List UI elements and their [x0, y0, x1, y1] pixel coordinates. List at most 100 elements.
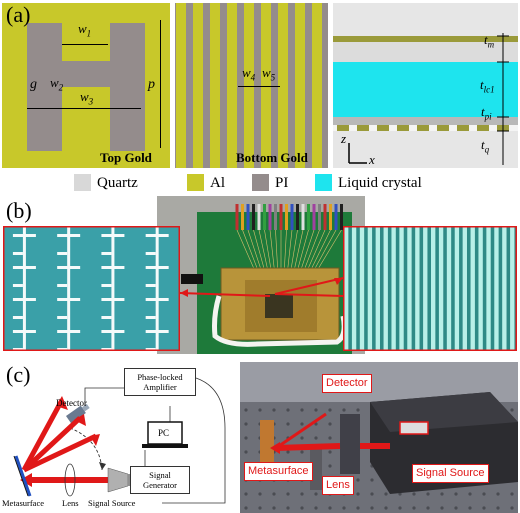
table-hole — [328, 506, 331, 509]
bottom-gold-stripe — [227, 3, 237, 168]
inset-left-crossbar — [101, 330, 124, 333]
inset-left-stub — [101, 252, 111, 255]
cross-section-electrode — [397, 125, 409, 131]
table-hole — [258, 492, 261, 495]
table-hole — [244, 492, 247, 495]
inset-left-stub — [57, 316, 67, 319]
amplifier-label-line1: Phase-locked — [137, 372, 182, 382]
inset-right-stripe — [376, 226, 380, 351]
table-hole — [244, 422, 247, 425]
cross-section-electrode — [377, 125, 389, 131]
dim-p-line — [160, 20, 161, 148]
dim-w2: w2 — [50, 78, 63, 93]
legend-al: Al — [210, 175, 225, 191]
legend-swatch-al — [187, 174, 204, 191]
table-hole — [314, 492, 317, 495]
table-hole — [300, 408, 303, 411]
inset-right-stripe — [368, 226, 372, 351]
bottom-gold-microscope-inset — [343, 226, 517, 351]
inset-right-stripe — [384, 226, 388, 351]
table-hole — [468, 492, 471, 495]
inset-right-stripe — [494, 226, 498, 351]
inset-right-stripe — [447, 226, 451, 351]
panel-a-label: (a) — [6, 4, 30, 26]
table-hole — [286, 408, 289, 411]
legend-swatch-pi — [252, 174, 269, 191]
cross-section-electrode — [457, 125, 469, 131]
inset-right-stripe — [407, 226, 411, 351]
table-hole — [272, 408, 275, 411]
inset-right-stripe — [478, 226, 482, 351]
table-hole — [258, 506, 261, 509]
signal-generator-box: Signal Generator — [130, 466, 190, 494]
inset-right-stripe — [360, 226, 364, 351]
inset-left-crossbar — [13, 330, 36, 333]
table-hole — [356, 492, 359, 495]
legend-quartz: Quartz — [97, 175, 138, 191]
schematic-lens-label: Lens — [62, 498, 79, 508]
inset-left-crossbar — [146, 298, 169, 301]
panel-c: (c) Phase-lock — [0, 358, 520, 513]
table-hole — [300, 492, 303, 495]
table-hole — [286, 422, 289, 425]
table-hole — [426, 506, 429, 509]
inset-connectors — [180, 256, 345, 316]
table-hole — [272, 492, 275, 495]
photo-signal-source-label: Signal Source — [412, 464, 489, 483]
label-tm: tm — [484, 35, 494, 50]
cross-section-electrode — [437, 125, 449, 131]
bottom-gold-stripe — [312, 3, 322, 168]
table-hole — [468, 506, 471, 509]
amplifier-label-line2: Amplifier — [143, 382, 177, 392]
table-hole — [244, 506, 247, 509]
table-hole — [510, 408, 513, 411]
bottom-gold-stripe — [176, 3, 186, 168]
table-hole — [258, 408, 261, 411]
table-hole — [314, 506, 317, 509]
dim-w1: w1 — [78, 24, 91, 39]
bottom-gold-stripe — [295, 3, 305, 168]
dim-w45-line — [238, 86, 280, 87]
table-hole — [300, 450, 303, 453]
photo-lens-label: Lens — [322, 476, 354, 495]
inset-left-crossbar — [57, 234, 80, 237]
legend-swatch-liquid-crystal — [315, 174, 332, 191]
axis-z-label: z — [341, 134, 346, 144]
setup-schematic — [0, 358, 236, 513]
dim-p: p — [148, 80, 155, 90]
inset-right-stripe — [415, 226, 419, 351]
table-hole — [482, 492, 485, 495]
dim-w1-line — [62, 44, 108, 45]
dim-w3-line — [27, 108, 141, 109]
inset-right-stripe — [439, 226, 443, 351]
cross-section-electrode — [417, 125, 429, 131]
table-hole — [286, 492, 289, 495]
table-hole — [300, 506, 303, 509]
table-hole — [314, 408, 317, 411]
inset-left-stub — [101, 284, 111, 287]
inset-left-stub — [146, 252, 156, 255]
panel-b: (b) — [0, 196, 520, 358]
table-hole — [370, 506, 373, 509]
inset-left-stub — [101, 316, 111, 319]
dim-w5: w5 — [262, 68, 275, 83]
table-hole — [244, 408, 247, 411]
inset-left-crossbar — [13, 234, 36, 237]
dim-w3: w3 — [80, 92, 93, 107]
bottom-gold-caption: Bottom Gold — [236, 150, 308, 166]
table-hole — [398, 506, 401, 509]
table-hole — [328, 450, 331, 453]
inset-left-crossbar — [146, 234, 169, 237]
schematic-metasurface-label: Metasurface — [2, 498, 44, 508]
inset-right-stripe — [399, 226, 403, 351]
schematic-detector-label: Detector — [56, 398, 87, 408]
table-hole — [482, 506, 485, 509]
inset-left-stub — [146, 316, 156, 319]
table-hole — [454, 506, 457, 509]
inset-left-crossbar — [13, 266, 36, 269]
table-hole — [328, 408, 331, 411]
inset-left-crossbar — [101, 298, 124, 301]
inset-right-stripe — [471, 226, 475, 351]
legend-swatch-quartz — [74, 174, 91, 191]
inset-left-stub — [13, 316, 23, 319]
